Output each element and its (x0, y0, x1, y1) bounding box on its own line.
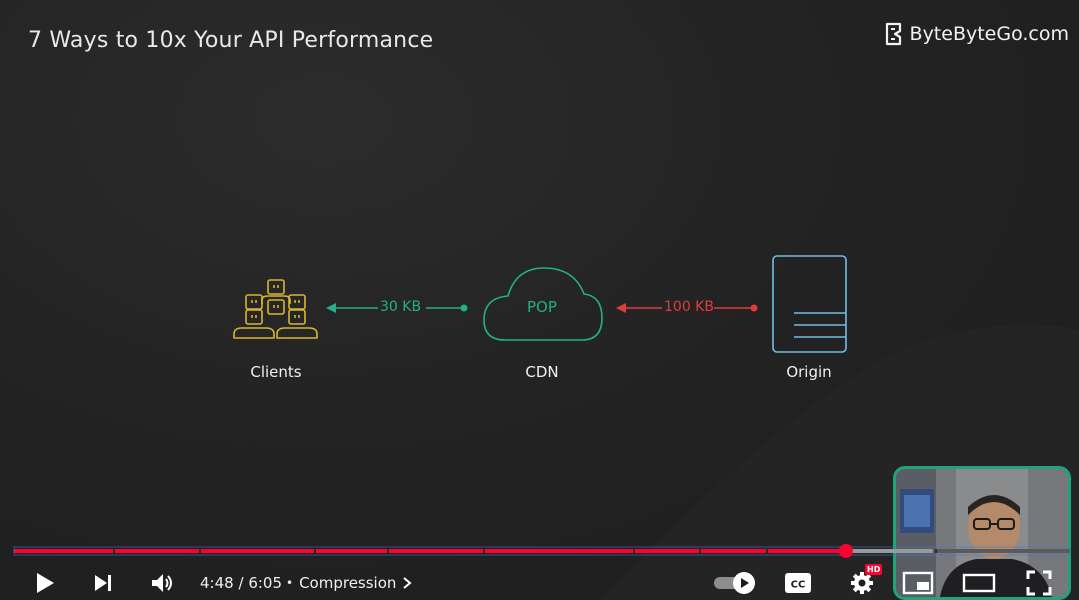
chevron-right-icon (403, 577, 412, 589)
gear-icon (851, 572, 873, 594)
clients-label: Clients (250, 363, 302, 381)
brand-logo: ByteByteGo.com (884, 22, 1069, 46)
time-separator: / (238, 574, 244, 592)
cdn-cloud-icon (483, 267, 603, 341)
fullscreen-button[interactable] (1024, 568, 1054, 598)
fullscreen-icon (1026, 570, 1052, 596)
bytebytego-logo-icon (885, 22, 901, 46)
cdn-pop-label: POP (527, 298, 557, 316)
origin-server-icon (772, 255, 847, 353)
captions-button[interactable]: CC (782, 569, 814, 597)
next-button[interactable] (88, 568, 118, 598)
progress-played (14, 549, 846, 553)
miniplayer-button[interactable] (900, 568, 936, 598)
theater-icon (962, 573, 996, 593)
presenter-webcam (893, 466, 1071, 600)
chapter-markers (113, 549, 937, 553)
cc-icon: CC (785, 573, 811, 593)
volume-icon (152, 574, 172, 592)
player-controls (0, 540, 1079, 600)
edge-origin-to-cdn (616, 303, 758, 313)
play-icon (37, 573, 54, 593)
chapter-title-button[interactable]: • Compression (286, 574, 412, 592)
edge-label-compressed: 30 KB (380, 299, 422, 315)
autoplay-toggle-icon (714, 572, 755, 594)
play-button[interactable] (30, 568, 60, 598)
progress-bar[interactable] (0, 540, 1079, 600)
time-total: 6:05 (248, 574, 282, 592)
theater-mode-button[interactable] (960, 568, 998, 598)
video-title: 7 Ways to 10x Your API Performance (28, 28, 434, 53)
svg-text:CC: CC (791, 580, 806, 591)
cdn-label: CDN (525, 363, 559, 381)
hd-badge: HD (865, 564, 883, 575)
clients-icon (233, 279, 318, 339)
next-icon (95, 575, 111, 591)
brand-text: ByteByteGo.com (909, 23, 1069, 45)
miniplayer-icon (902, 571, 934, 595)
edge-label-uncompressed: 100 KB (664, 299, 714, 315)
chapter-separator: • (286, 576, 294, 590)
time-display: 4:48 / 6:05 (200, 574, 282, 592)
progress-scrubber[interactable] (839, 544, 853, 558)
time-current: 4:48 (200, 574, 234, 592)
settings-button[interactable]: HD (842, 564, 883, 598)
chapter-title: Compression (299, 574, 397, 592)
autoplay-toggle[interactable] (712, 570, 758, 596)
origin-label: Origin (786, 363, 832, 381)
volume-button[interactable] (146, 568, 178, 598)
edge-cdn-to-clients (326, 303, 468, 313)
